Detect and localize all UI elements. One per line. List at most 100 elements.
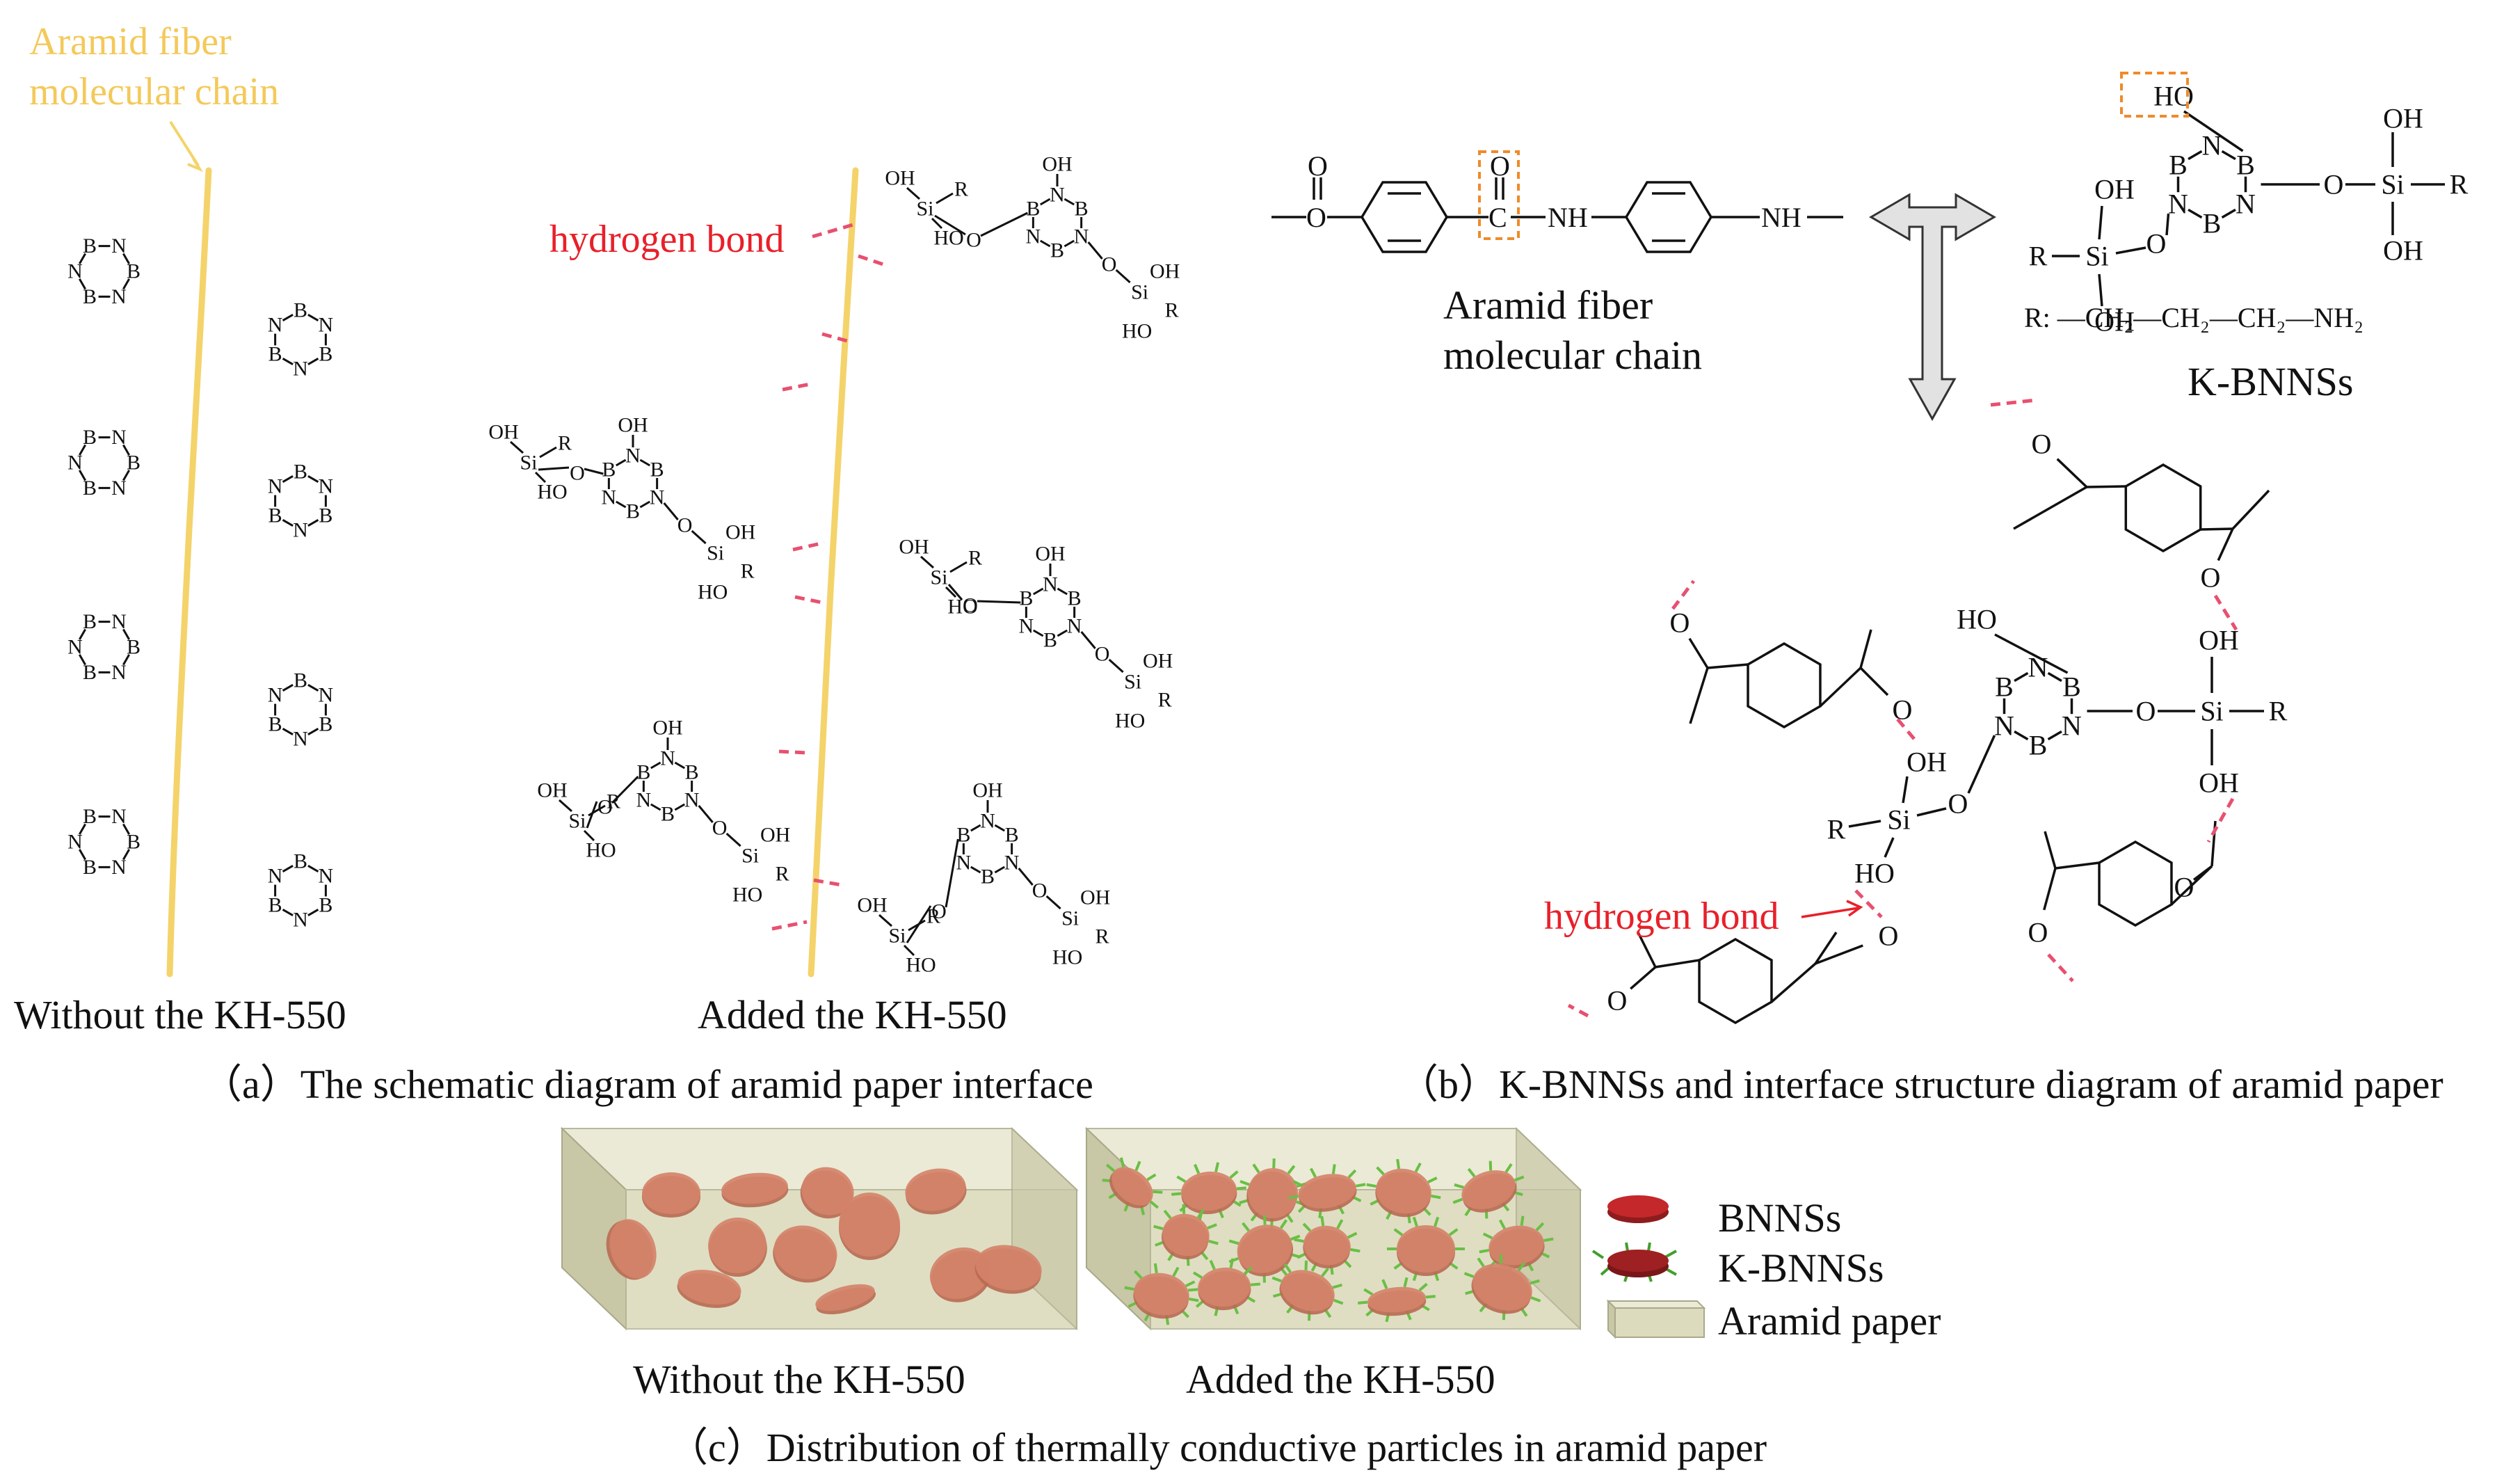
bond xyxy=(2056,458,2088,488)
bond xyxy=(307,475,319,483)
bond xyxy=(1040,198,1051,206)
bond xyxy=(282,728,294,735)
atom-label: B xyxy=(1005,824,1019,847)
particle-face xyxy=(1162,1213,1210,1257)
atom-label: OH xyxy=(2383,235,2423,266)
ligand xyxy=(1288,1195,1299,1199)
atom-label: N xyxy=(1050,184,1065,207)
bond xyxy=(1902,776,1909,804)
atom-label: N xyxy=(980,810,995,833)
bond xyxy=(2231,489,2270,530)
bond xyxy=(903,944,915,957)
bond xyxy=(2014,730,2029,741)
bond xyxy=(1637,932,1657,968)
bond xyxy=(307,358,319,365)
carbonyl-highlight-box xyxy=(1478,150,1520,240)
bond xyxy=(282,519,294,527)
bond xyxy=(1994,633,2069,674)
ligand xyxy=(1454,1183,1464,1189)
ligand xyxy=(1171,1192,1182,1196)
bond xyxy=(725,832,741,847)
bnns-particle xyxy=(905,1168,967,1215)
ligand xyxy=(1543,1237,1554,1243)
bond xyxy=(1045,895,1061,910)
panel-a-left-title: Without the KH-550 xyxy=(14,992,346,1037)
ligand xyxy=(1434,1216,1440,1227)
bond xyxy=(908,919,926,932)
ligand xyxy=(1229,1258,1235,1268)
kbnns-particle xyxy=(1358,1277,1436,1323)
aramid-chain-structure: O O C O NH NH xyxy=(1271,150,1843,253)
hydrogen-bond xyxy=(771,920,808,931)
bond xyxy=(639,500,650,509)
bond xyxy=(1033,587,1044,596)
bond xyxy=(122,253,130,264)
atom-label: Si xyxy=(1887,804,1910,836)
bond xyxy=(616,459,627,467)
atom-label: N xyxy=(319,684,334,707)
bond xyxy=(1057,629,1068,637)
atom-label: HO xyxy=(906,954,936,977)
ligand xyxy=(1431,1194,1441,1199)
atom-label: N xyxy=(268,865,283,888)
ligand xyxy=(1272,1158,1276,1169)
bond xyxy=(122,628,130,640)
atom-label: B xyxy=(127,452,141,475)
legend-kbnns-swatch xyxy=(1591,1242,1677,1282)
paper-block-without xyxy=(560,1126,1079,1331)
ligand xyxy=(1499,1254,1503,1264)
panel-c-left-title: Without the KH-550 xyxy=(633,1357,965,1402)
ligand xyxy=(1292,1180,1303,1187)
particle-face xyxy=(839,1193,900,1257)
ligand xyxy=(1149,1200,1159,1209)
ligand xyxy=(1263,1215,1267,1225)
bond xyxy=(559,799,572,813)
atom-label: O xyxy=(1879,920,1899,952)
atom-label: OH xyxy=(760,824,790,847)
bond xyxy=(698,805,714,823)
atom-label: N xyxy=(1019,615,1034,638)
atom-label: B xyxy=(685,761,699,784)
atom-label: N xyxy=(268,684,283,707)
atom-label: OH xyxy=(899,536,929,559)
bond xyxy=(2047,730,2062,741)
atom-label: N xyxy=(956,852,972,875)
atom-label: N xyxy=(67,636,83,659)
atom-label: OH xyxy=(618,414,648,437)
bond xyxy=(1815,944,1863,965)
ligand xyxy=(1520,1215,1525,1226)
atom-label: B xyxy=(2203,208,2222,239)
benzene-ring xyxy=(2098,840,2173,927)
bond xyxy=(1859,629,1872,669)
benzene-ring xyxy=(1698,937,1773,1025)
r-group-definition: R: —CH₂—CH₂—CH₂—NH₂ xyxy=(2024,302,2363,333)
atom-label: R xyxy=(926,905,940,928)
bond xyxy=(307,728,319,735)
atom-label: N xyxy=(293,519,308,542)
bond xyxy=(970,824,981,832)
hydrogen-bond xyxy=(2047,953,2074,982)
bond xyxy=(2086,485,2126,488)
particle-face xyxy=(708,1217,767,1274)
atom-label: B xyxy=(83,805,97,828)
hydroxyl-highlight-box xyxy=(2120,72,2189,118)
kbnns-particles xyxy=(1102,1157,1554,1325)
atom-label: R xyxy=(1096,925,1109,948)
atom-label: N xyxy=(2168,189,2188,220)
bond xyxy=(970,866,981,874)
atom-label: OH xyxy=(885,167,915,190)
bnns-particle xyxy=(800,1167,854,1219)
svg-text:O: O xyxy=(1308,150,1328,182)
benzene-ring xyxy=(1747,641,1822,729)
bond xyxy=(510,440,524,454)
bnns-particle xyxy=(642,1172,700,1218)
bond xyxy=(1064,198,1075,206)
bnns-particles xyxy=(606,1167,1042,1315)
bond xyxy=(1819,667,1862,708)
atom-label: N xyxy=(111,234,127,257)
ligand xyxy=(1350,1247,1361,1253)
